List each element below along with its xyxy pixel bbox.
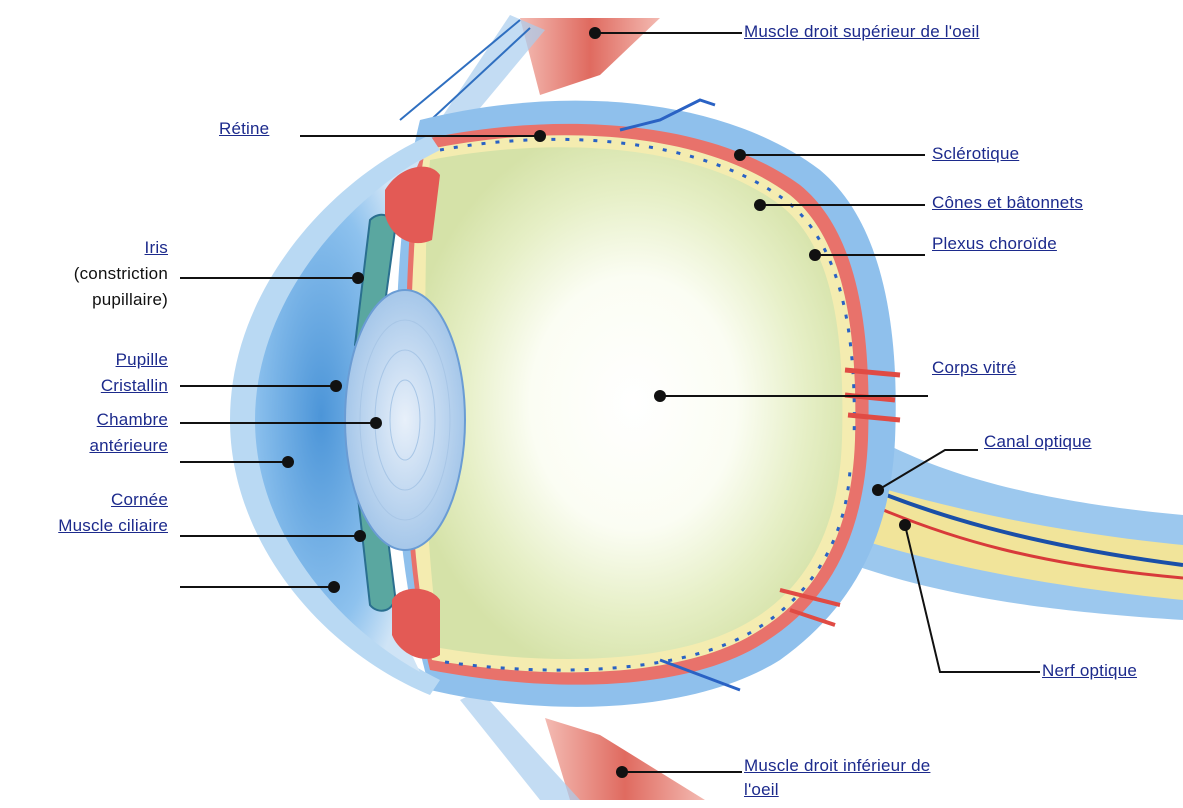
label-retine: Rétine [219, 119, 269, 139]
lens [345, 290, 465, 550]
vitreous-body [425, 147, 842, 659]
label-muscle-droit-inferieur: Muscle droit inférieur de [744, 756, 930, 776]
label-pupille: Pupille [116, 350, 168, 370]
label-plexus-choroide: Plexus choroïde [932, 234, 1057, 254]
label-iris: Iris [145, 238, 168, 258]
label-muscle-droit-inferieur-2: l'oeil [744, 780, 779, 800]
label-cristallin: Cristallin [101, 376, 168, 396]
label-iris-sub1: (constriction [74, 264, 168, 284]
label-cones-batonnets: Cônes et bâtonnets [932, 193, 1083, 213]
label-cornee: Cornée [111, 490, 168, 510]
label-iris-sub2: pupillaire) [92, 290, 168, 310]
label-anterieure: antérieure [89, 436, 168, 456]
label-muscle-droit-superieur: Muscle droit supérieur de l'oeil [744, 22, 979, 42]
inferior-rectus-muscle [545, 718, 705, 800]
label-nerf-optique: Nerf optique [1042, 661, 1137, 681]
label-muscle-ciliaire: Muscle ciliaire [58, 516, 168, 536]
label-sclerotique: Sclérotique [932, 144, 1019, 164]
label-corps-vitre: Corps vitré [932, 358, 1016, 378]
label-chambre: Chambre [97, 410, 168, 430]
label-canal-optique: Canal optique [984, 432, 1092, 452]
